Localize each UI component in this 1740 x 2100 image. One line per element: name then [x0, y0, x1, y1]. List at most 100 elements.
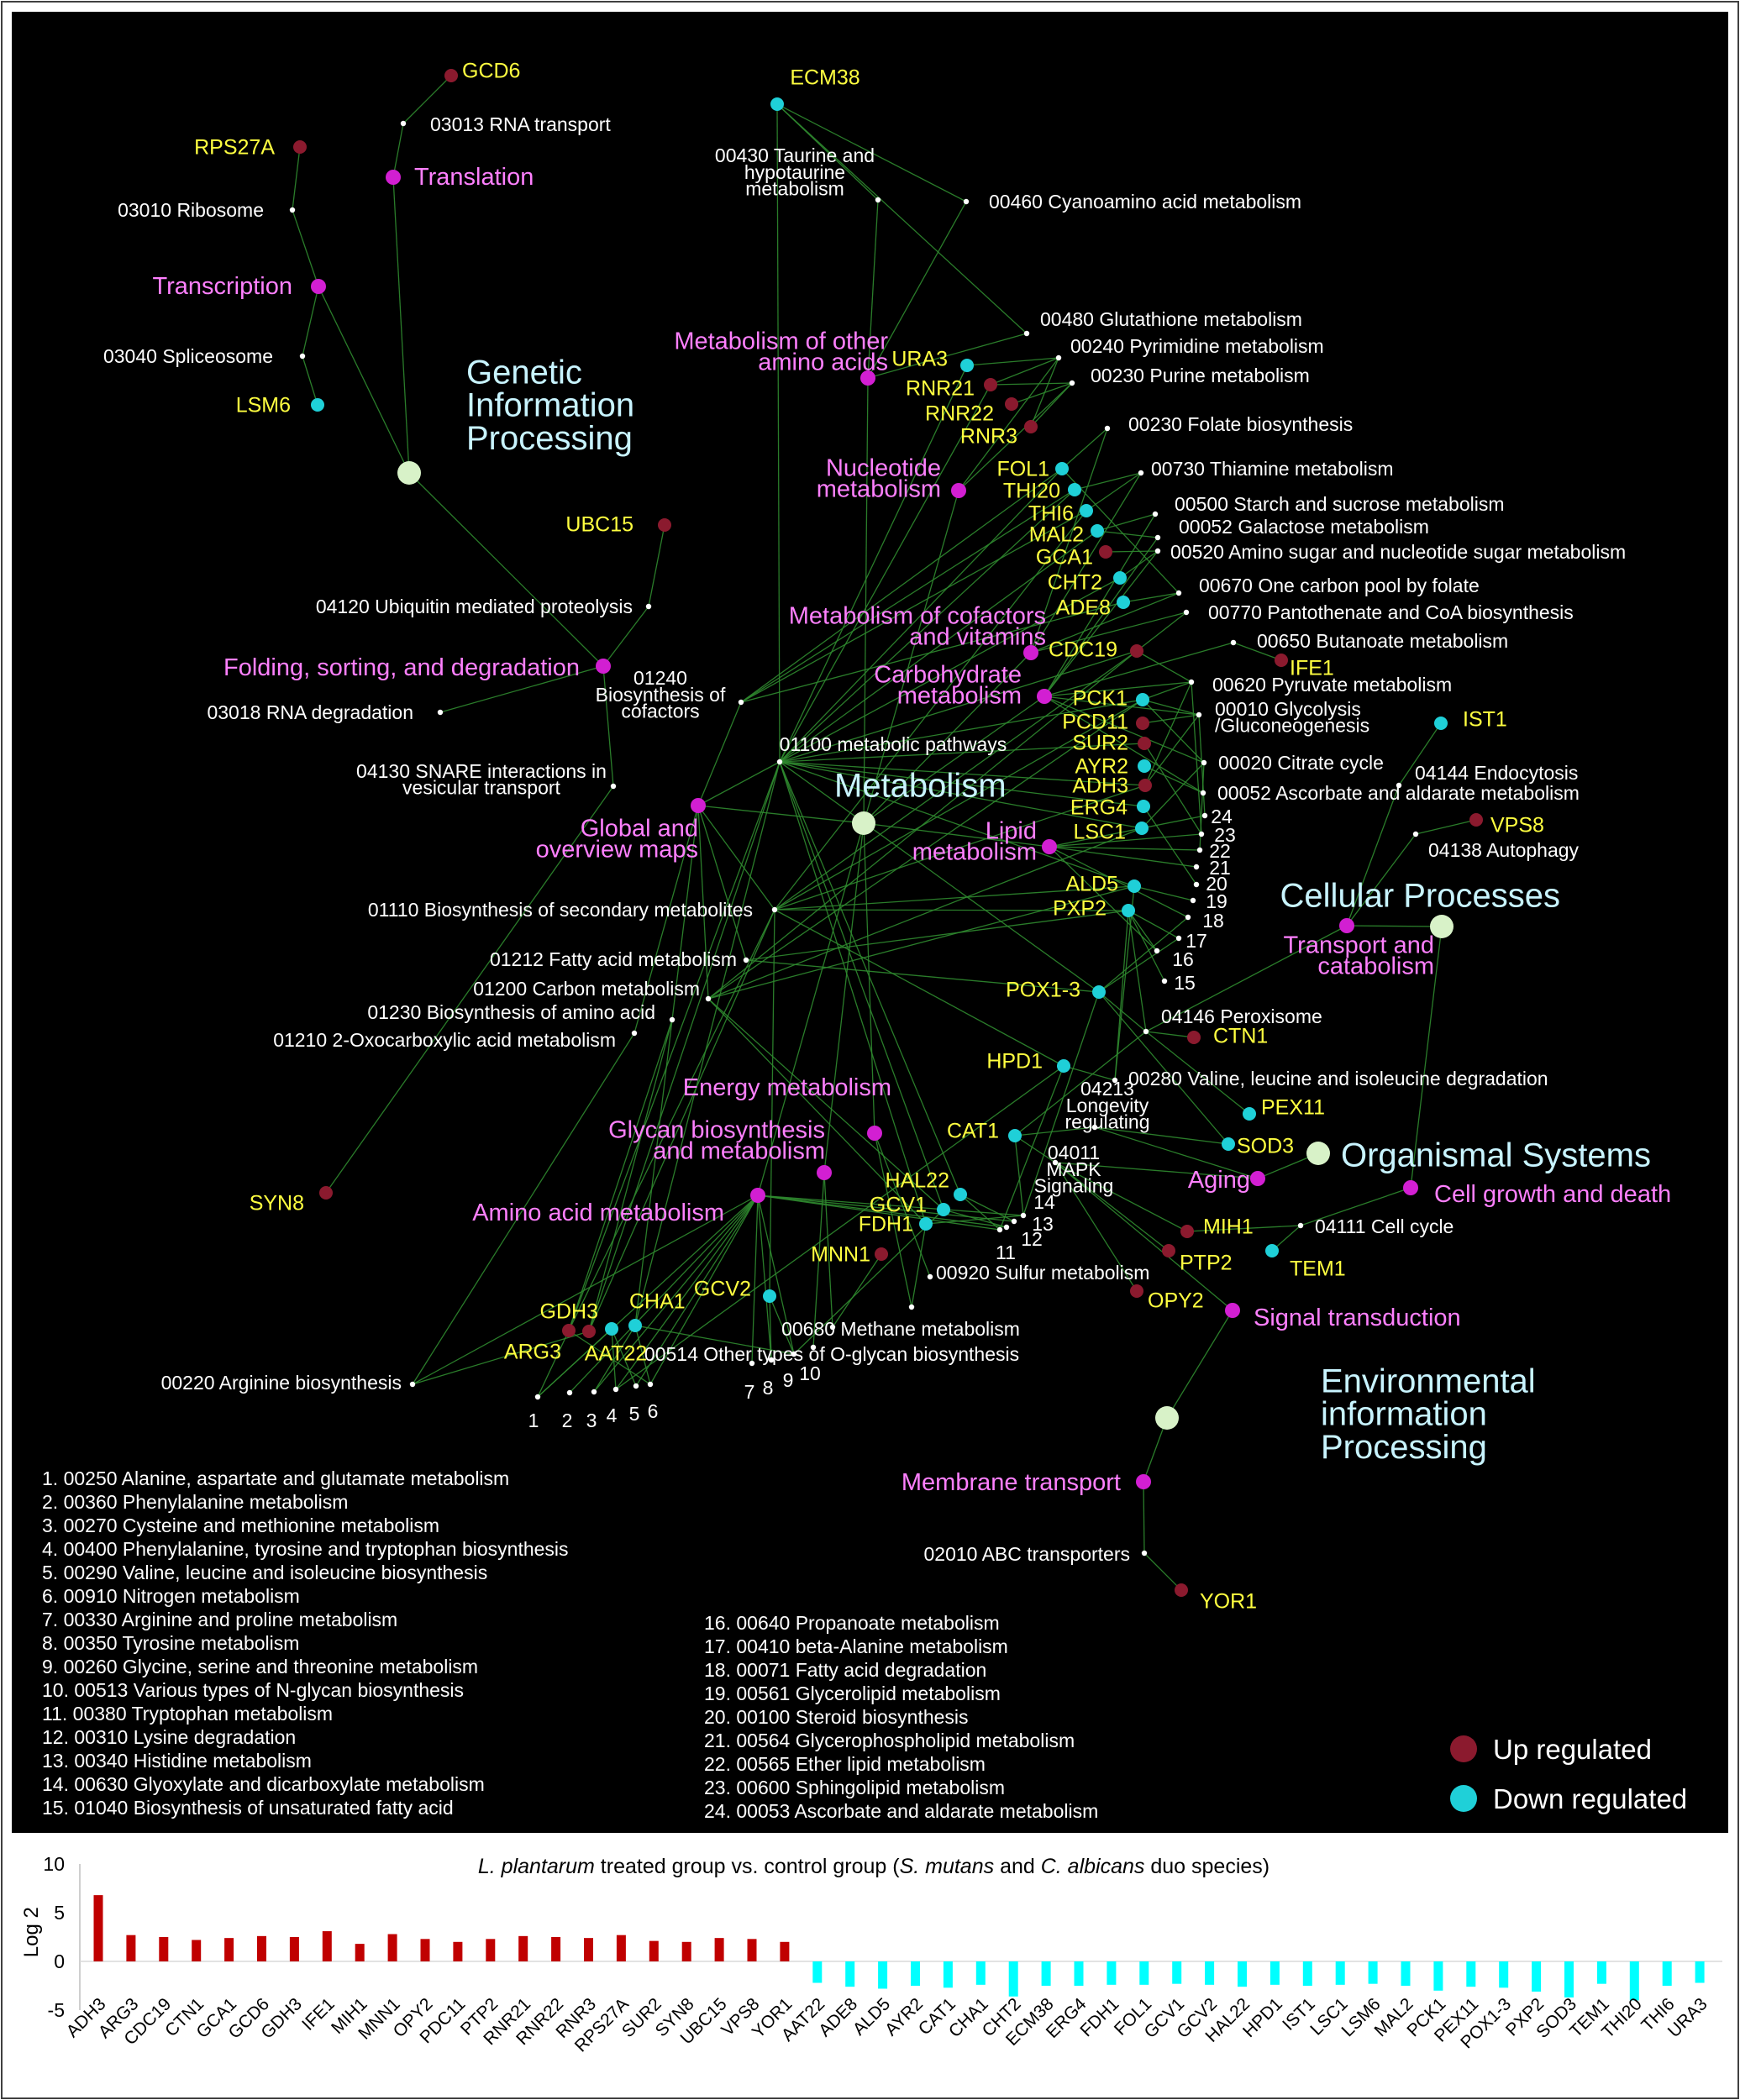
node-p00230a-label: 00230 Purine metabolism [1091, 365, 1310, 386]
node-n19-marker [1190, 897, 1196, 904]
bar-sod3 [1564, 1961, 1574, 1998]
network-edge [439, 665, 604, 713]
node-p00670-label: 00670 One carbon pool by folate [1199, 575, 1480, 596]
network-edge [757, 1194, 1007, 1228]
node-ade8-label: ADE8 [1056, 596, 1111, 620]
network-edge [707, 998, 944, 1210]
node-gcd6-label: GCD6 [462, 60, 520, 83]
network-edge [408, 472, 604, 667]
node-n3-label: 3 [586, 1410, 597, 1431]
node-n2-label: 2 [562, 1410, 573, 1431]
node-p00480-marker [1023, 330, 1030, 337]
node-os-marker [1306, 1142, 1330, 1165]
network-edge [1049, 846, 1201, 851]
network-edge [1128, 910, 1158, 952]
node-n21-label: 21 [1209, 857, 1231, 879]
node-p01110-marker [771, 906, 778, 913]
node-ura3-label: URA3 [891, 348, 948, 371]
node-adh3-label: ADH3 [1072, 774, 1128, 798]
network-edge [958, 382, 1073, 491]
network-edge [1105, 550, 1159, 553]
node-fdh1-label: FDH1 [859, 1213, 913, 1236]
bars [93, 1895, 1705, 2001]
node-yor1-label: YOR1 [1200, 1590, 1257, 1614]
network-edge [1142, 699, 1200, 716]
bar-tem1 [1596, 1961, 1606, 1984]
network-edge [569, 1194, 759, 1394]
bar-pdc11 [453, 1941, 463, 1961]
node-p00020-label: 00020 Citrate cycle [1218, 752, 1384, 774]
network-edge [874, 1132, 912, 1308]
node-transcription-label: Transcription [152, 273, 292, 300]
network-edge [568, 1019, 673, 1331]
node-n24-marker [1201, 812, 1208, 819]
network-edge [779, 761, 961, 1195]
bar-pox1-3 [1499, 1961, 1509, 1988]
node-n5-label: 5 [629, 1403, 640, 1425]
bar-ecm38 [1041, 1961, 1051, 1986]
node-signal-marker [1225, 1303, 1240, 1318]
node-fol1-marker [1055, 462, 1069, 475]
network-edge [615, 1194, 759, 1390]
node-p03040-label: 03040 Spliceosome [103, 345, 273, 367]
network-edge [779, 530, 1098, 763]
node-n20-label: 20 [1206, 873, 1227, 895]
node-p03010-marker [289, 207, 296, 213]
network-edge [1061, 468, 1180, 594]
network-edge [602, 665, 614, 787]
node-p00280-marker [1112, 1077, 1118, 1084]
node-n10-marker [810, 1344, 817, 1351]
network-edge [611, 1328, 637, 1387]
node-p00052b-label: 00052 Ascorbate and aldarate metabolism [1217, 782, 1580, 804]
node-adh3-marker [1138, 779, 1152, 792]
node-p00460-marker [963, 198, 970, 205]
node-p01210-label: 01210 2-Oxocarboxylic acid metabolism [273, 1029, 616, 1051]
node-p00730-marker [1138, 470, 1144, 476]
node-n6-marker [647, 1381, 654, 1388]
network-edge [1054, 1162, 1259, 1179]
bar-ctn1 [192, 1940, 202, 1961]
network-edge [1098, 991, 1147, 1032]
network-edge [1014, 1135, 1024, 1216]
node-n23-label: 23 [1214, 824, 1236, 846]
node-aging-label: Aging [1188, 1167, 1250, 1194]
network-edge [1030, 592, 1180, 654]
node-ptp2-label: PTP2 [1180, 1252, 1233, 1275]
node-p00020-marker [1201, 759, 1207, 766]
bar-gcd6 [257, 1935, 266, 1961]
node-arg3-label: ARG3 [504, 1341, 561, 1364]
network-edge [779, 761, 1143, 829]
network-edge [740, 510, 1087, 703]
node-met-label: Metabolism [834, 768, 1007, 805]
network-edge [707, 885, 1135, 1000]
node-n7-marker [749, 1360, 755, 1367]
network-edge [774, 909, 1129, 911]
node-p04146-marker [1143, 1028, 1149, 1035]
node-cp-marker [1430, 915, 1454, 938]
network-edge [1054, 1162, 1170, 1252]
node-mih1-label: MIH1 [1203, 1215, 1254, 1239]
network-edge [1186, 1225, 1301, 1232]
node-rps27a-marker [293, 140, 307, 154]
network-edge [292, 146, 301, 211]
node-hal22-marker [954, 1188, 967, 1201]
network-edge [1415, 819, 1477, 835]
node-cp-label: Cellular Processes [1280, 878, 1560, 915]
network-edge [1011, 382, 1073, 405]
bar-mal2 [1401, 1961, 1411, 1986]
node-p01212-label: 01212 Fatty acid metabolism [490, 948, 737, 970]
y-axis-label: Log 2 [20, 1907, 43, 1957]
node-n14-marker [1020, 1212, 1027, 1219]
node-n7-label: 7 [744, 1381, 755, 1403]
node-p00770-marker [1183, 609, 1190, 616]
network-edge [697, 701, 742, 806]
node-ctn1-label: CTN1 [1213, 1025, 1268, 1048]
network-edge [1014, 1031, 1147, 1137]
bar-ife1 [322, 1931, 332, 1961]
network-edge [990, 382, 1073, 386]
node-p00230a-marker [1069, 380, 1075, 386]
node-cat1-marker [1008, 1129, 1022, 1142]
